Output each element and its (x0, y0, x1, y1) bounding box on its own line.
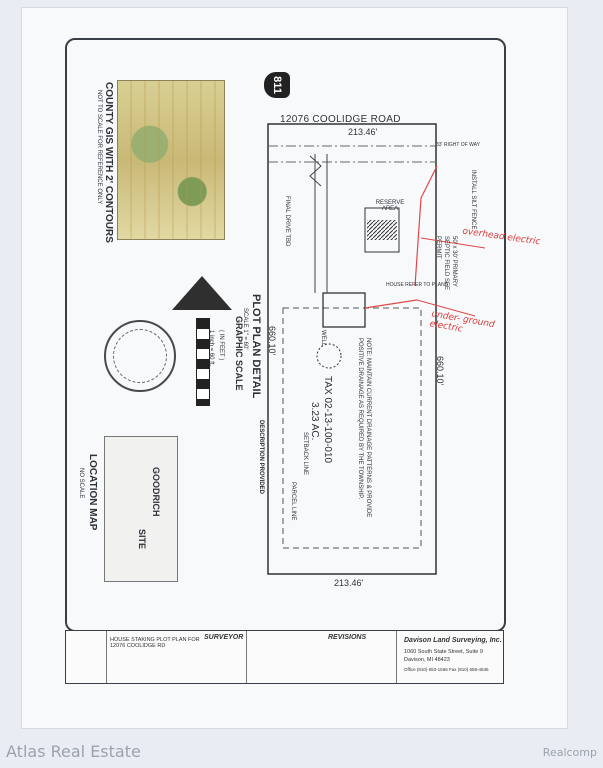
description-heading: DESCRIPTION PROVIDED (258, 420, 264, 495)
final-drive-label: FINAL DRIVE TBD (284, 196, 290, 247)
reserve-area-label: RESERVE AREA (375, 200, 405, 212)
brokerage-watermark: Atlas Real Estate (6, 742, 141, 761)
row-label: 33' RIGHT OF WAY (436, 142, 480, 148)
well-label: WELL (320, 330, 326, 347)
road-label: 12076 COOLIDGE ROAD (280, 114, 401, 125)
gis-note: NOT TO SCALE FOR REFERENCE ONLY (96, 90, 102, 205)
setback-line (282, 307, 422, 549)
reserve-area-hatch (367, 220, 397, 240)
north-arrow-icon (172, 276, 232, 310)
setback-label: SETBACK LINE (302, 432, 308, 476)
mls-watermark: Realcomp (542, 746, 597, 759)
location-map-title: LOCATION MAP (87, 454, 98, 531)
graphic-scale-bar (196, 318, 210, 406)
red-arrow-1 (420, 237, 486, 249)
acreage: 3.23 AC. (309, 402, 320, 441)
overhead-electric-line (414, 165, 438, 287)
silt-fence-label: INSTALL SILT FENCE (470, 170, 476, 230)
lot-drawing (267, 123, 486, 575)
septic-label: 50' x 30' PRIMARY SEPTIC FIELD SEE PERMI… (435, 236, 457, 291)
soil-stockpile (316, 343, 342, 369)
location-map-image: GOODRICH SITE (104, 436, 178, 582)
graphic-scale-unit: ( IN FEET ) (218, 330, 224, 361)
lot-boundary (267, 123, 437, 575)
tb-firm-phone: Office (810) 653-1566 Fax (810) 658-4536 (404, 667, 489, 672)
tb-sheet-cell (66, 631, 107, 683)
badge-811-icon: 811 (264, 72, 290, 98)
title-block: HOUSE STAKING PLOT PLAN FOR 12076 COOLID… (65, 630, 504, 684)
plot-plan-title: PLOT PLAN DETAIL (250, 294, 262, 399)
tb-sheet-label: HOUSE STAKING PLOT PLAN FOR 12076 COOLID… (110, 637, 200, 649)
gis-title: COUNTY GIS WITH 2' CONTOURS (103, 82, 114, 243)
parcel-label: PARCEL LINE (290, 482, 296, 521)
tb-surveyor-heading: SURVEYOR (204, 634, 244, 641)
county-gis-image (117, 80, 225, 240)
map-site-label: SITE (137, 529, 147, 550)
tb-firm-city: Davison, MI 48423 (404, 657, 450, 663)
tb-surveyor-cell (246, 631, 247, 683)
drive (314, 154, 328, 293)
tb-revisions-cell (296, 631, 397, 683)
tb-revisions-heading: REVISIONS (328, 634, 367, 641)
tax-id: TAX 02-13-100-010 (322, 376, 333, 464)
lot-width-bottom: 213.46' (334, 578, 364, 588)
lot-depth-left: 660.10' (267, 326, 277, 356)
temp-construction-drive (309, 155, 322, 187)
location-map-note: NO SCALE (78, 468, 84, 499)
lot-depth-right: 660.10' (435, 356, 445, 386)
reserve-area (364, 207, 400, 253)
map-town-label: GOODRICH (151, 467, 161, 517)
lot-width-top: 213.46' (348, 127, 378, 137)
red-arrow-2 (416, 299, 476, 317)
listing-footer (0, 738, 603, 768)
house-label: HOUSE REFER TO PLANS (386, 282, 449, 288)
house-footprint (322, 292, 366, 328)
drainage-note: NOTE: MAINTAIN CURRENT DRAINAGE PATTERNS… (357, 338, 371, 518)
plot-plan-scale: SCALE 1" = 60' (242, 308, 248, 350)
surveyor-seal (104, 320, 176, 392)
tb-firm-address: 1060 South State Street, Suite 9 (404, 649, 483, 655)
tb-firm-name: Davison Land Surveying, Inc. (404, 637, 502, 644)
underground-electric-line (364, 299, 418, 309)
graphic-scale-ratio: 1 inch = 60 ft. (208, 330, 214, 367)
